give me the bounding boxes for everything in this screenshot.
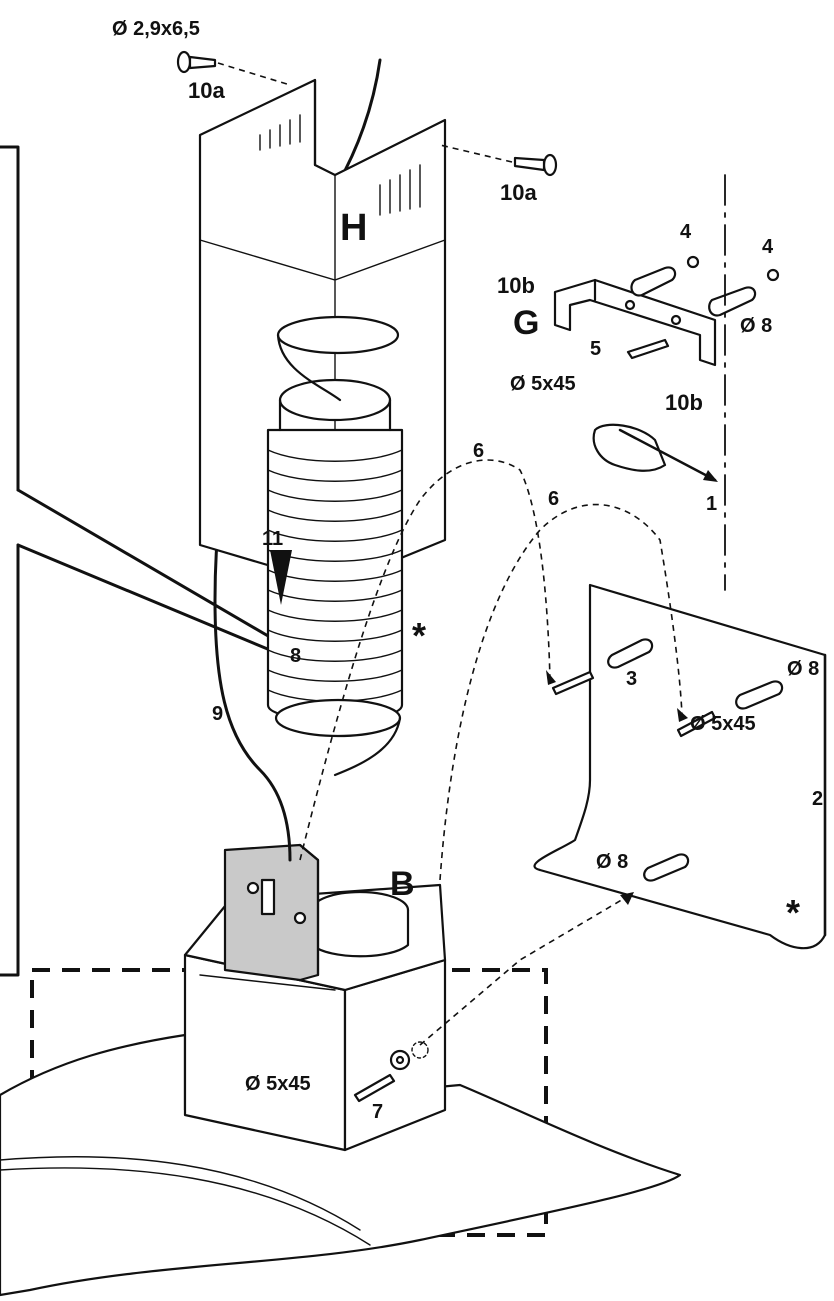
label-6-a: 6 (473, 440, 484, 462)
dowel-top-right (708, 286, 757, 317)
label-7: 7 (372, 1101, 383, 1123)
left-callout-frame (0, 145, 277, 977)
label-4-b: 4 (762, 236, 774, 258)
label-bracket-G: G (513, 304, 539, 342)
washer-4-b (766, 268, 780, 282)
label-2: 2 (812, 788, 823, 810)
label-screw-5x45-body: Ø 5x45 (245, 1073, 311, 1095)
hose-clamp-top (276, 315, 400, 402)
hose-clamp-bottom (274, 698, 402, 777)
label-screw-5x45-wall: Ø 5x45 (690, 713, 756, 735)
guide-lines (299, 459, 688, 1046)
screw-10a-left (176, 50, 291, 86)
label-10a-right: 10a (500, 180, 537, 205)
arrow-11 (270, 550, 292, 605)
label-9: 9 (212, 703, 223, 725)
dowel-top-left (630, 266, 677, 297)
label-chimney-H: H (340, 207, 367, 249)
label-dia-8-wall-bottom: Ø 8 (596, 851, 628, 873)
dowel-wall-bottom (643, 853, 690, 882)
bracket-G (553, 278, 717, 367)
label-10b-bottom: 10b (665, 390, 703, 415)
screw-wall-lower (676, 710, 717, 738)
screw-10a-right (439, 144, 558, 177)
label-dia-8-top: Ø 8 (740, 315, 772, 337)
washer-4-a (686, 255, 700, 269)
label-4-a: 4 (680, 221, 692, 243)
label-screw-spec-top: Ø 2,9x6,5 (112, 18, 200, 40)
electrical-box (223, 843, 320, 982)
screw-wall-upper (551, 670, 595, 696)
label-motor-B: B (390, 865, 415, 903)
label-10a-left: 10a (188, 78, 225, 103)
label-5: 5 (590, 338, 601, 360)
label-asterisk-wall: * (786, 892, 800, 933)
label-1: 1 (706, 493, 717, 515)
wall-sheet (533, 583, 827, 950)
label-11: 11 (262, 528, 283, 550)
screw-5 (626, 338, 670, 360)
label-6-b: 6 (548, 488, 559, 510)
label-3: 3 (626, 668, 637, 690)
hand-marking-icon (592, 423, 718, 482)
screw-7 (353, 1041, 429, 1103)
flexible-hose (266, 378, 404, 722)
hood-canopy (0, 1033, 682, 1297)
dowel-3 (607, 638, 654, 669)
label-asterisk-hose: * (412, 615, 426, 656)
dowel-wall-right (735, 680, 784, 710)
label-dia-8-wall-right: Ø 8 (787, 658, 819, 680)
label-8-hose: 8 (290, 645, 301, 667)
label-screw-5x45-bracket: Ø 5x45 (510, 373, 576, 395)
label-10b-top: 10b (497, 273, 535, 298)
